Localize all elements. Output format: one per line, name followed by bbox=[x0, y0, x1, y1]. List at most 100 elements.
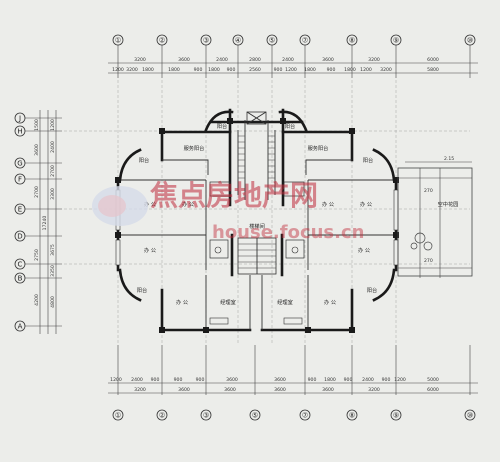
dim-bottom-inner-9: 1800 bbox=[324, 377, 336, 383]
dim-bottom-outer-3: 3600 bbox=[224, 387, 236, 393]
bottom-dimension-lines: 1200 2400 900 900 900 3600 3600 900 1800… bbox=[108, 345, 478, 395]
dim-top-outer-6: 3600 bbox=[322, 57, 334, 63]
grid-marker-col-9-bottom bbox=[390, 409, 402, 421]
dim-left-inner-1: 1200 bbox=[50, 119, 56, 131]
room-label-office-2: 办 公 bbox=[182, 200, 194, 208]
dim-left-outer-3: 2700 bbox=[34, 186, 40, 198]
dim-left-inner-4: 3300 bbox=[50, 188, 56, 200]
dim-top-inner-11: 1800 bbox=[304, 67, 316, 73]
bottom-grid-axes: ① ② ③ ⑤ ⑦ ⑧ ⑨ ⑩ bbox=[112, 409, 476, 421]
dim-bottom-outer-6: 3200 bbox=[368, 387, 380, 393]
grid-marker-col-10-bottom bbox=[464, 409, 476, 421]
dim-bottom-inner-2: 2400 bbox=[131, 377, 143, 383]
dim-bottom-outer-7: 6000 bbox=[427, 387, 439, 393]
dim-top-inner-4: 1800 bbox=[168, 67, 180, 73]
dim-top-inner-13: 1800 bbox=[344, 67, 356, 73]
room-label-balcony-upper-right: 阳台 bbox=[363, 156, 373, 164]
room-label-balcony-top-right: 阳台 bbox=[285, 122, 295, 130]
dim-bottom-inner-11: 2400 bbox=[362, 377, 374, 383]
dim-top-inner-10: 1200 bbox=[285, 67, 297, 73]
dim-sky-3: 2.15 bbox=[444, 156, 454, 162]
dim-bottom-inner-8: 900 bbox=[308, 377, 317, 383]
grid-label-row-b: B bbox=[18, 275, 23, 283]
room-label-service-balcony-right: 服务阳台 bbox=[308, 144, 329, 152]
watermark-chinese: 焦点房地产网 bbox=[150, 179, 318, 212]
grid-label-col-2-bottom: ② bbox=[159, 412, 165, 420]
dim-sky-1: 270 bbox=[424, 188, 433, 194]
grid-label-col-3-bottom: ③ bbox=[203, 412, 209, 420]
dim-top-inner-14: 1200 bbox=[360, 67, 372, 73]
dim-bottom-inner-5: 900 bbox=[196, 377, 205, 383]
dim-top-outer-3: 2400 bbox=[216, 57, 228, 63]
grid-label-row-g: G bbox=[17, 160, 22, 168]
dim-bottom-inner-3: 900 bbox=[151, 377, 160, 383]
dim-bottom-outer-2: 3600 bbox=[178, 387, 190, 393]
room-label-office-4: 办 公 bbox=[360, 200, 372, 208]
grid-label-col-10: ⑩ bbox=[467, 37, 473, 45]
dim-top-outer-4: 2800 bbox=[249, 57, 261, 63]
dim-top-outer-8: 6000 bbox=[427, 57, 439, 63]
watermark: 焦点房地产网 house.focus.cn bbox=[92, 179, 364, 243]
grid-label-row-d: D bbox=[17, 233, 22, 241]
dim-left-inner-3: 2700 bbox=[50, 165, 56, 177]
room-label-office-1: 办 公 bbox=[144, 200, 156, 208]
left-grid-axes: J H G F E D C B A bbox=[14, 110, 62, 334]
grid-label-col-9-bottom: ⑨ bbox=[393, 412, 399, 420]
dim-bottom-inner-14: 5000 bbox=[427, 377, 439, 383]
grid-marker-col-5-bottom bbox=[249, 409, 261, 421]
dim-top-inner-3: 1800 bbox=[142, 67, 154, 73]
dim-bottom-outer-4: 3600 bbox=[274, 387, 286, 393]
grid-label-col-8-bottom: ⑧ bbox=[349, 412, 355, 420]
dim-bottom-inner-10: 900 bbox=[344, 377, 353, 383]
dim-top-inner-9: 900 bbox=[274, 67, 283, 73]
dim-left-inner-7: 4800 bbox=[50, 296, 56, 308]
grid-label-col-4: ④ bbox=[235, 37, 241, 45]
grid-label-col-5: ⑤ bbox=[269, 37, 275, 45]
grid-label-row-a: A bbox=[18, 323, 23, 331]
dim-top-inner-15: 3200 bbox=[380, 67, 392, 73]
grid-label-row-f: F bbox=[18, 176, 22, 184]
room-label-balcony-lower-left: 阳台 bbox=[137, 286, 147, 294]
dim-top-outer-1: 3200 bbox=[134, 57, 146, 63]
room-label-stair: 楼梯间 bbox=[249, 222, 265, 230]
stair-treads bbox=[238, 135, 275, 179]
dim-top-inner-6: 1800 bbox=[208, 67, 220, 73]
dim-left-outer-5: 4200 bbox=[34, 294, 40, 306]
room-label-manager-left: 经理室 bbox=[220, 298, 236, 306]
grid-label-row-j: J bbox=[18, 115, 21, 123]
room-label-office-5: 办 公 bbox=[144, 246, 156, 254]
dim-top-inner-1: 1200 bbox=[112, 67, 124, 73]
dim-left-outer-2: 3600 bbox=[34, 144, 40, 156]
watermark-url: house.focus.cn bbox=[212, 222, 364, 243]
grid-label-row-e: E bbox=[18, 206, 22, 214]
room-label-manager-right: 经理室 bbox=[277, 298, 293, 306]
dim-bottom-outer-1: 3200 bbox=[134, 387, 146, 393]
grid-label-col-2: ② bbox=[159, 37, 165, 45]
dim-top-inner-2: 3200 bbox=[126, 67, 138, 73]
grid-marker-col-1-bottom bbox=[112, 409, 124, 421]
grid-label-col-7-bottom: ⑦ bbox=[302, 412, 308, 420]
room-label-office-6: 办 公 bbox=[358, 246, 370, 254]
dim-left-outer-1: 1500 bbox=[34, 119, 40, 131]
dim-top-inner-7: 900 bbox=[227, 67, 236, 73]
grid-label-col-1-bottom: ① bbox=[115, 412, 121, 420]
dim-bottom-inner-4: 900 bbox=[174, 377, 183, 383]
room-label-balcony-top-left: 阳台 bbox=[217, 122, 227, 130]
grid-label-col-5-bottom: ⑤ bbox=[252, 412, 258, 420]
dim-bottom-inner-13: 1200 bbox=[394, 377, 406, 383]
dim-top-outer-7: 3200 bbox=[368, 57, 380, 63]
dim-top-inner-8: 2560 bbox=[249, 67, 261, 73]
room-label-office-8: 办 公 bbox=[324, 298, 336, 306]
room-label-balcony-lower-right: 阳台 bbox=[367, 286, 377, 294]
room-label-office-3: 办 公 bbox=[322, 200, 334, 208]
grid-label-col-10-bottom: ⑩ bbox=[467, 412, 473, 420]
grid-label-col-7: ⑦ bbox=[302, 37, 308, 45]
dim-top-inner-16: 5800 bbox=[427, 67, 439, 73]
dim-left-inner-6: 3350 bbox=[50, 265, 56, 277]
room-label-service-balcony-left: 服务阳台 bbox=[184, 144, 205, 152]
grid-label-col-3: ③ bbox=[203, 37, 209, 45]
left-dimension-text: 1500 3600 2700 2750 4200 17240 1200 2400… bbox=[34, 119, 56, 308]
dim-bottom-outer-5: 3600 bbox=[322, 387, 334, 393]
dim-top-inner-12: 900 bbox=[327, 67, 336, 73]
